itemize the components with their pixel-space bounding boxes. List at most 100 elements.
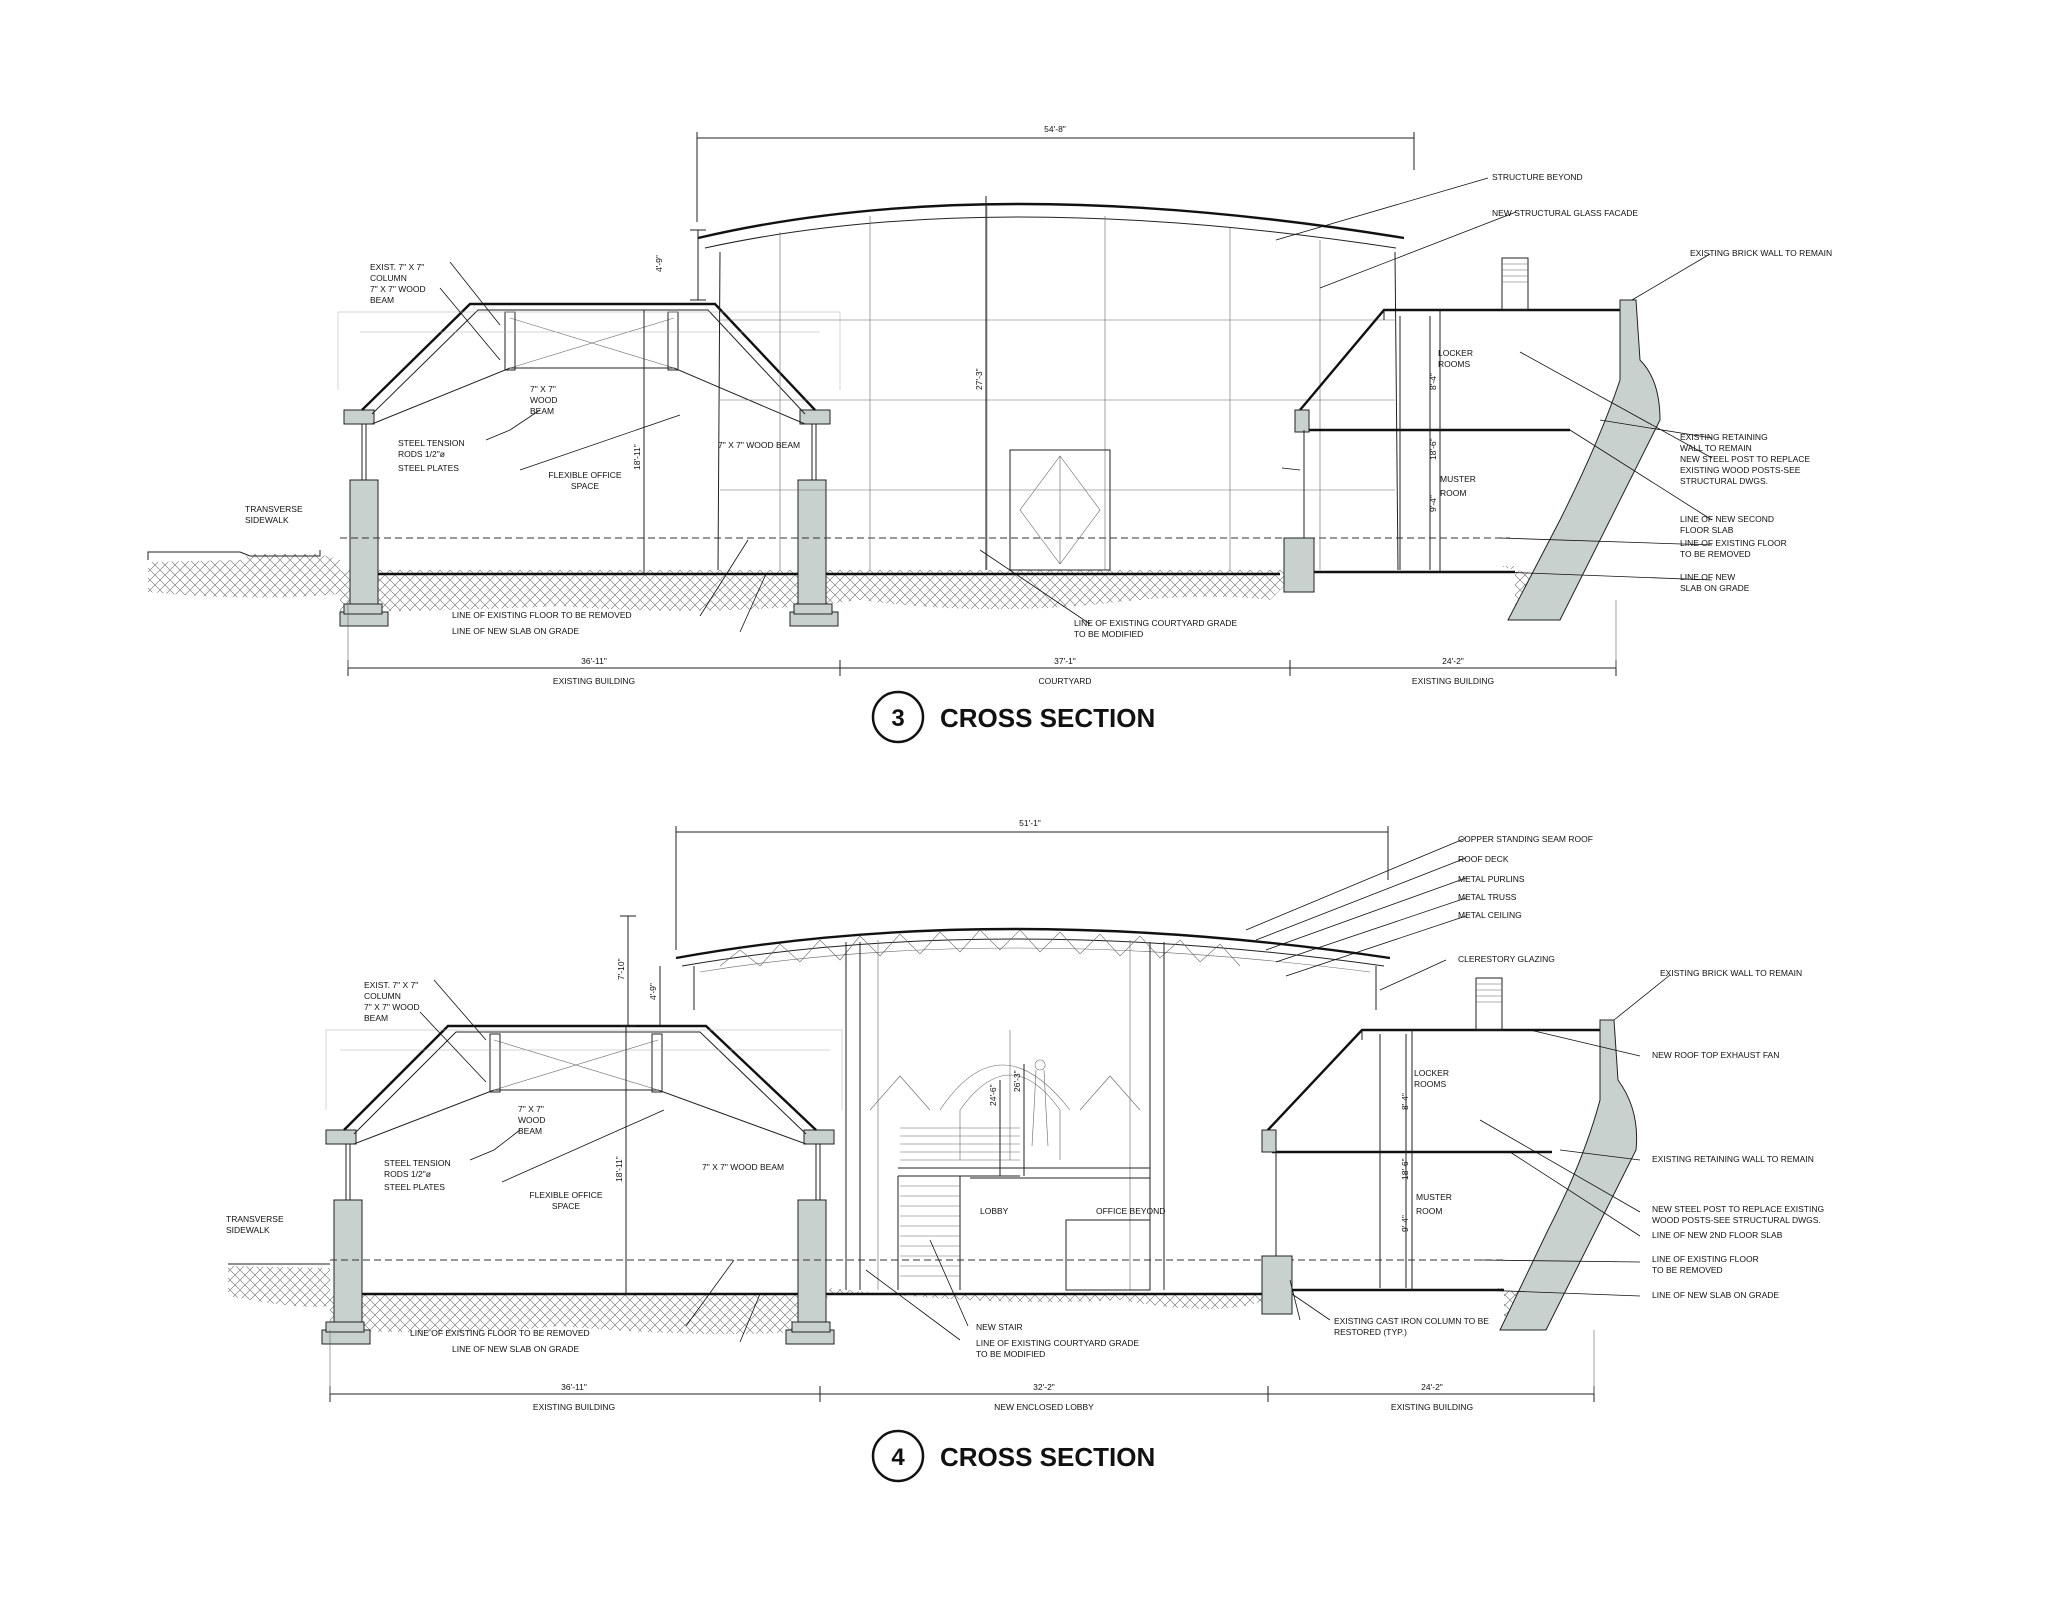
svg-text:18'-6": 18'-6" (1400, 1158, 1410, 1180)
left-hip-roof (343, 1024, 817, 1131)
glass-roof (697, 202, 1405, 240)
svg-text:METAL TRUSS: METAL TRUSS (1458, 892, 1517, 902)
svg-text:7'-10": 7'-10" (616, 958, 626, 980)
svg-text:18'-11": 18'-11" (632, 444, 642, 470)
svg-text:METAL PURLINS: METAL PURLINS (1458, 874, 1525, 884)
svg-text:9'-4": 9'-4" (1400, 1215, 1410, 1232)
section-4-right-callouts: COPPER STANDING SEAM ROOF ROOF DECK META… (1458, 834, 1824, 1300)
svg-text:METAL CEILING: METAL CEILING (1458, 910, 1522, 920)
left-hip-roof (361, 302, 816, 411)
svg-text:LOBBY: LOBBY (980, 1206, 1009, 1216)
svg-text:SIDEWALK: SIDEWALK (226, 1225, 270, 1235)
exhaust-fan (1501, 257, 1529, 311)
svg-text:18'-6": 18'-6" (1428, 438, 1438, 460)
zone-label: EXISTING BUILDING (1391, 1402, 1473, 1412)
svg-text:NEW STRUCTURAL GLASS FACADE: NEW STRUCTURAL GLASS FACADE (1492, 208, 1638, 218)
svg-text:7" X 7": 7" X 7" (518, 1104, 544, 1114)
svg-text:7" X 7" WOOD BEAM: 7" X 7" WOOD BEAM (702, 1162, 784, 1172)
svg-text:8'-4": 8'-4" (1400, 1093, 1410, 1110)
svg-text:LINE OF NEW SLAB ON GRADE: LINE OF NEW SLAB ON GRADE (452, 1344, 579, 1354)
svg-text:37'-1": 37'-1" (1054, 656, 1076, 666)
svg-text:LINE OF NEW SLAB ON GRADE: LINE OF NEW SLAB ON GRADE (1652, 1290, 1779, 1300)
overall-dimension: 54'-8" (1044, 124, 1066, 134)
svg-text:EXIST. 7" X 7": EXIST. 7" X 7" (370, 262, 424, 272)
ground-hatch (228, 1266, 1548, 1335)
svg-text:LINE OF EXISTING FLOOR: LINE OF EXISTING FLOOR (1652, 1254, 1759, 1264)
svg-text:LOCKER: LOCKER (1438, 348, 1473, 358)
svg-text:TRANSVERSE: TRANSVERSE (226, 1214, 284, 1224)
svg-text:STEEL PLATES: STEEL PLATES (384, 1182, 445, 1192)
svg-text:LINE OF EXISTING FLOOR TO BE R: LINE OF EXISTING FLOOR TO BE REMOVED (452, 610, 632, 620)
svg-text:7" X 7" WOOD: 7" X 7" WOOD (370, 284, 426, 294)
right-pier (1283, 537, 1315, 593)
svg-text:LINE OF EXISTING FLOOR: LINE OF EXISTING FLOOR (1680, 538, 1787, 548)
svg-text:TRANSVERSE: TRANSVERSE (245, 504, 303, 514)
svg-text:WOOD: WOOD (518, 1115, 545, 1125)
svg-text:EXISTING RETAINING: EXISTING RETAINING (1680, 432, 1768, 442)
svg-text:36'-11": 36'-11" (561, 1382, 587, 1392)
svg-text:EXISTING BRICK WALL TO REMAIN: EXISTING BRICK WALL TO REMAIN (1660, 968, 1802, 978)
svg-text:LINE OF NEW SECOND: LINE OF NEW SECOND (1680, 514, 1774, 524)
svg-text:BEAM: BEAM (370, 295, 394, 305)
svg-text:RESTORED (TYP.): RESTORED (TYP.) (1334, 1327, 1407, 1337)
zone-label: EXISTING BUILDING (553, 676, 635, 686)
svg-text:RODS 1/2"ø: RODS 1/2"ø (398, 449, 445, 459)
svg-text:27'-3": 27'-3" (974, 368, 984, 390)
zone-label: NEW ENCLOSED LOBBY (994, 1402, 1094, 1412)
svg-text:NEW STEEL POST TO REPLACE: NEW STEEL POST TO REPLACE (1680, 454, 1810, 464)
svg-text:CLERESTORY GLAZING: CLERESTORY GLAZING (1458, 954, 1555, 964)
svg-text:LINE OF NEW: LINE OF NEW (1680, 572, 1735, 582)
cross-section-3: 54'-8" 4'-9" 27'-3" 18'-11" 8'-4" 18'-6"… (147, 124, 1832, 744)
svg-text:MUSTER: MUSTER (1416, 1192, 1452, 1202)
section-title: CROSS SECTION (940, 703, 1155, 733)
svg-text:9'-4": 9'-4" (1428, 495, 1438, 512)
glass-facade-mullions (720, 206, 1395, 570)
svg-text:LINE OF EXISTING FLOOR TO BE R: LINE OF EXISTING FLOOR TO BE REMOVED (410, 1328, 590, 1338)
left-pier-west (333, 1199, 363, 1331)
svg-text:4'-9": 4'-9" (654, 255, 664, 272)
retaining-wall (1507, 299, 1661, 621)
svg-text:LINE OF EXISTING COURTYARD GRA: LINE OF EXISTING COURTYARD GRADE (1074, 618, 1237, 628)
svg-text:26'-3": 26'-3" (1012, 1070, 1022, 1092)
section-number-circle (871, 690, 925, 744)
svg-text:STRUCTURE BEYOND: STRUCTURE BEYOND (1492, 172, 1583, 182)
retaining-wall (1499, 1019, 1638, 1331)
svg-text:ROOMS: ROOMS (1438, 359, 1470, 369)
section-number-circle (871, 1429, 925, 1483)
svg-text:COPPER STANDING SEAM ROOF: COPPER STANDING SEAM ROOF (1458, 834, 1593, 844)
svg-text:WALL TO REMAIN: WALL TO REMAIN (1680, 443, 1752, 453)
svg-text:STEEL PLATES: STEEL PLATES (398, 463, 459, 473)
svg-text:FLOOR SLAB: FLOOR SLAB (1680, 525, 1734, 535)
human-figure (1031, 1059, 1049, 1147)
svg-text:32'-2": 32'-2" (1033, 1382, 1055, 1392)
svg-text:SPACE: SPACE (552, 1201, 581, 1211)
svg-text:LINE OF EXISTING COURTYARD GRA: LINE OF EXISTING COURTYARD GRADE (976, 1338, 1139, 1348)
zone-label: EXISTING BUILDING (1412, 676, 1494, 686)
svg-text:TO BE REMOVED: TO BE REMOVED (1652, 1265, 1723, 1275)
svg-text:36'-11": 36'-11" (581, 656, 607, 666)
ground-hatch (148, 554, 1562, 612)
svg-text:LINE OF NEW SLAB ON GRADE: LINE OF NEW SLAB ON GRADE (452, 626, 579, 636)
svg-text:8'-4": 8'-4" (1428, 373, 1438, 390)
svg-text:OFFICE BEYOND: OFFICE BEYOND (1096, 1206, 1165, 1216)
svg-text:STEEL TENSION: STEEL TENSION (398, 438, 465, 448)
svg-text:TO BE MODIFIED: TO BE MODIFIED (1074, 629, 1143, 639)
office-beyond-wall (1065, 1219, 1151, 1291)
zone-label: COURTYARD (1038, 676, 1091, 686)
svg-text:STRUCTURAL DWGS.: STRUCTURAL DWGS. (1680, 476, 1768, 486)
svg-text:FLEXIBLE OFFICE: FLEXIBLE OFFICE (548, 470, 622, 480)
left-pier-east (797, 1199, 827, 1331)
svg-text:STEEL TENSION: STEEL TENSION (384, 1158, 451, 1168)
svg-text:24'-6": 24'-6" (988, 1084, 998, 1106)
svg-text:NEW ROOF TOP EXHAUST FAN: NEW ROOF TOP EXHAUST FAN (1652, 1050, 1779, 1060)
svg-text:BEAM: BEAM (364, 1013, 388, 1023)
svg-text:4'-9": 4'-9" (648, 983, 658, 1000)
exhaust-fan (1475, 977, 1503, 1031)
new-floor-slab (826, 570, 1515, 576)
svg-text:SIDEWALK: SIDEWALK (245, 515, 289, 525)
svg-text:LINE OF NEW 2ND FLOOR SLAB: LINE OF NEW 2ND FLOOR SLAB (1652, 1230, 1783, 1240)
cross-section-4: 51'-1" 7'-10" 4'-9" 18'-11" 24'-6" 26'-3… (226, 818, 1824, 1483)
svg-text:FLEXIBLE OFFICE: FLEXIBLE OFFICE (529, 1190, 603, 1200)
svg-text:BEAM: BEAM (530, 406, 554, 416)
